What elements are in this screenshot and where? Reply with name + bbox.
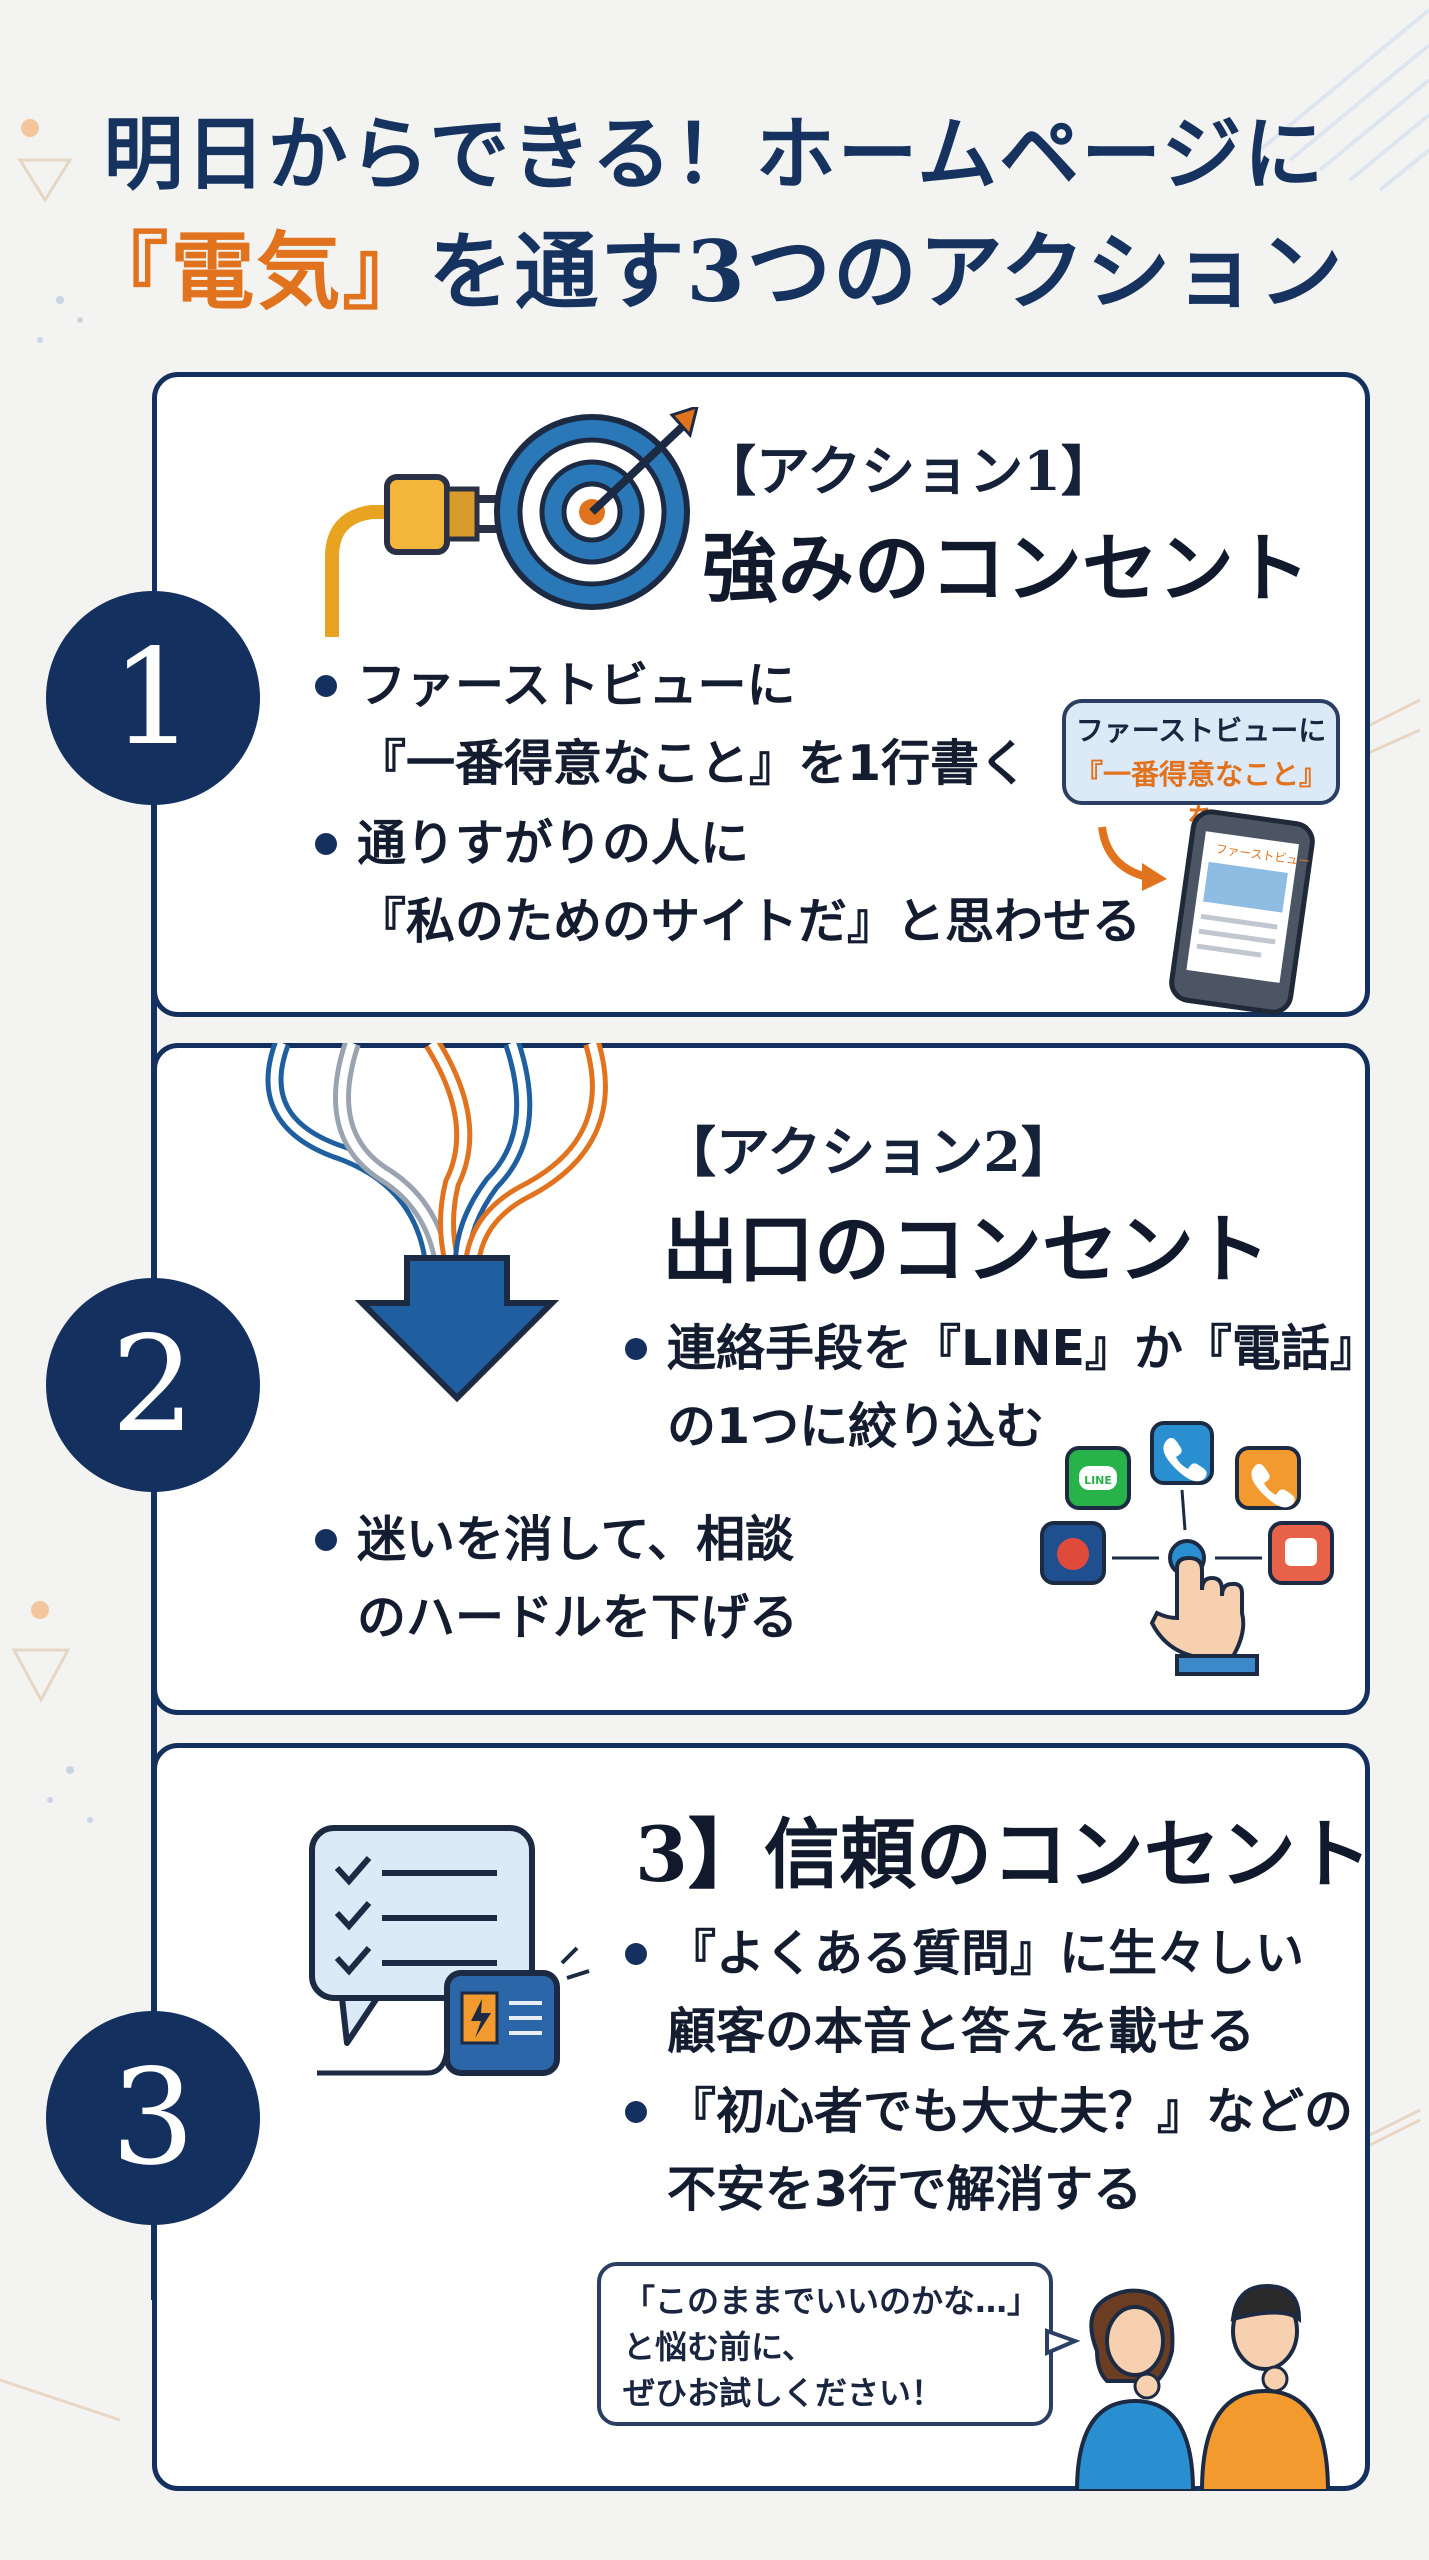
- action-3-bullet-1: 『よくある質問』に生々しい 顧客の本音と答えを載せる: [625, 1915, 1304, 2071]
- action-3-bullet-2: 『初心者でも大丈夫？』などの 不安を3行で解消する: [625, 2073, 1353, 2229]
- bullet-dot: [625, 1943, 647, 1965]
- bullet-dot: [315, 833, 337, 855]
- action-3-number-badge: 3: [46, 2011, 260, 2225]
- action-card-2: 【アクション2】 出口のコンセント 連絡手段を『LINE』か『電話』 の1つに絞…: [152, 1043, 1379, 1715]
- title-accent: 『電気』: [84, 222, 429, 321]
- action-1-title: 強みのコンセント: [702, 524, 1310, 613]
- phone-screen-label: ファーストビュー: [1215, 842, 1311, 869]
- bullet-dot: [625, 2101, 647, 2123]
- action-1-bullet-1: ファーストビューに 『一番得意なこと』を1行書く: [315, 647, 1028, 803]
- action-1-number-badge: 1: [46, 591, 260, 805]
- action-1-bullet-2: 通りすがりの人に 『私のためのサイトだ』と思わせる: [315, 805, 1141, 961]
- action-1-callout: ファーストビューに 『一番得意なこと』を: [1062, 699, 1340, 835]
- action-card-1: 【アクション1】 強みのコンセント ファーストビューに 『一番得意なこと』を1行…: [152, 372, 1370, 1017]
- action-2-label: 【アクション2】: [662, 1120, 1075, 1184]
- people-icon: [1045, 2283, 1331, 2491]
- bullet-dot: [625, 1338, 647, 1360]
- action-card-3: 3】信頼のコンセント 『よくある質問』に生々しい 顧客の本音と答えを載せる 『初…: [152, 1743, 1372, 2491]
- line-app-label: LINE: [1084, 1474, 1112, 1487]
- page-title-line1: 明日からできる！ホームページに: [103, 107, 1326, 201]
- action-2-bullet-2: 迷いを消して、相談 のハードルを下げる: [315, 1501, 798, 1657]
- action-3-speech-bubble: 「このままでいいのかな…」 と悩む前に、 ぜひお試しください！: [597, 2262, 1053, 2426]
- action-2-bullet-1: 連絡手段を『LINE』か『電話』 の1つに絞り込む: [625, 1310, 1379, 1466]
- action-2-title: 出口のコンセント: [662, 1205, 1270, 1294]
- action-3-title: 3】信頼のコンセント: [635, 1810, 1372, 1899]
- action-2-number-badge: 2: [46, 1278, 260, 1492]
- bullet-dot: [315, 675, 337, 697]
- checklist-power-icon: [309, 1825, 590, 2076]
- page-title-line2: 『電気』を通す3つのアクション: [0, 205, 1429, 326]
- cables-arrow-icon: [265, 1043, 608, 1403]
- bullet-dot: [315, 1529, 337, 1551]
- title-rest: を通す3つのアクション: [428, 222, 1345, 321]
- action-1-label: 【アクション1】: [702, 439, 1115, 503]
- plug-target-icon: [325, 407, 699, 637]
